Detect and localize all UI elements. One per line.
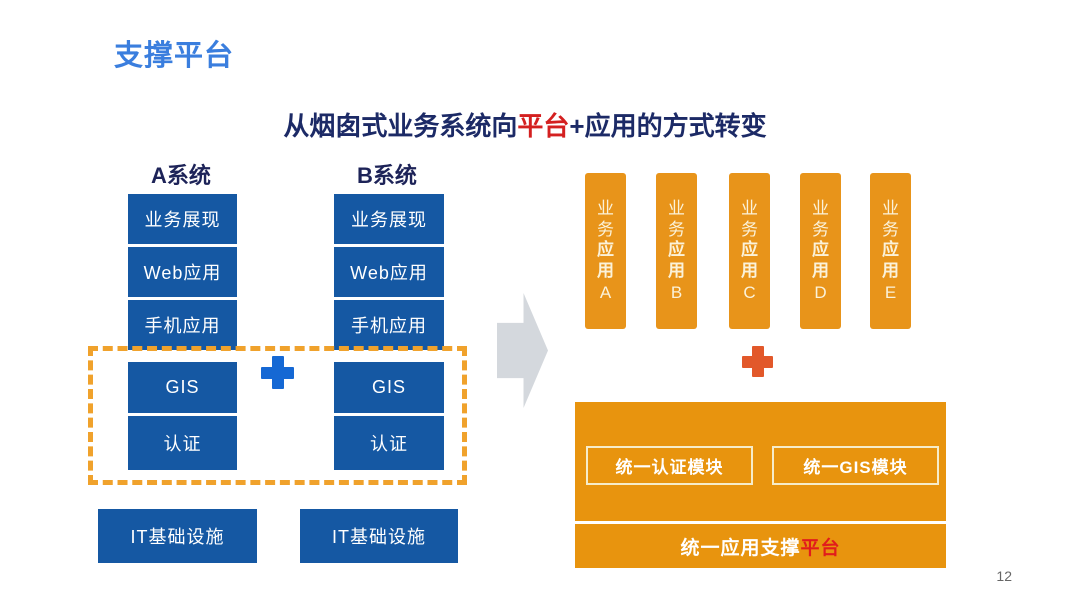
- layer-business-presentation: 业务展现: [334, 194, 444, 244]
- app-word1: 业务: [812, 198, 829, 239]
- layer-gis: GIS: [128, 362, 237, 413]
- app-bar-a: 业务 应用 A: [585, 173, 626, 329]
- unified-auth-module: 统一认证模块: [586, 446, 753, 485]
- system-b-label: B系统: [357, 163, 417, 188]
- system-b-shared-stack: GIS 认证: [334, 362, 444, 470]
- layer-gis: GIS: [334, 362, 444, 413]
- app-word2: 应用: [668, 240, 685, 281]
- subtitle-highlight: 平台: [517, 111, 570, 141]
- app-bar-d: 业务 应用 D: [800, 173, 841, 329]
- app-word1: 业务: [668, 198, 685, 239]
- page-title: 支撑平台: [114, 40, 235, 72]
- layer-web-app: Web应用: [128, 247, 237, 297]
- app-bar-b: 业务 应用 B: [656, 173, 697, 329]
- app-word1: 业务: [741, 198, 758, 239]
- subtitle-post: +应用的方式转变: [569, 111, 767, 141]
- unified-platform-box: 统一认证模块 统一GIS模块 统一应用支撑平台: [575, 402, 946, 568]
- app-bar-e: 业务 应用 E: [870, 173, 911, 329]
- app-word2: 应用: [812, 240, 829, 281]
- app-word2: 应用: [597, 240, 614, 281]
- platform-base-pre: 统一应用支撑: [680, 537, 801, 559]
- subtitle-pre: 从烟囱式业务系统向: [283, 111, 518, 141]
- system-a-upper-stack: 业务展现 Web应用 手机应用: [128, 194, 237, 350]
- system-a-infrastructure: IT基础设施: [98, 509, 257, 563]
- app-letter: B: [670, 282, 683, 302]
- layer-mobile-app: 手机应用: [334, 300, 444, 350]
- diagram-subtitle: 从烟囱式业务系统向平台+应用的方式转变: [0, 106, 1050, 143]
- app-word2: 应用: [882, 240, 899, 281]
- page-number: 12: [996, 568, 1012, 584]
- layer-business-presentation: 业务展现: [128, 194, 237, 244]
- app-word1: 业务: [597, 198, 614, 239]
- platform-divider: [575, 521, 946, 524]
- system-b-infrastructure: IT基础设施: [300, 509, 458, 563]
- system-b-upper-stack: 业务展现 Web应用 手机应用: [334, 194, 444, 350]
- platform-base-highlight: 平台: [800, 537, 841, 559]
- transform-arrow-icon: [497, 293, 548, 408]
- layer-auth: 认证: [128, 416, 237, 470]
- app-letter: D: [814, 282, 827, 302]
- platform-base-label: 统一应用支撑平台: [575, 524, 946, 568]
- system-a-label: A系统: [151, 163, 211, 188]
- plus-bar-vertical: [751, 346, 764, 377]
- plus-icon-orange: [742, 346, 773, 377]
- app-letter: A: [599, 282, 612, 302]
- app-letter: E: [884, 282, 897, 302]
- app-letter: C: [743, 282, 756, 302]
- plus-icon-blue: [261, 356, 294, 389]
- app-word1: 业务: [882, 198, 899, 239]
- layer-mobile-app: 手机应用: [128, 300, 237, 350]
- app-bar-c: 业务 应用 C: [729, 173, 770, 329]
- app-word2: 应用: [741, 240, 758, 281]
- system-a-shared-stack: GIS 认证: [128, 362, 237, 470]
- unified-gis-module: 统一GIS模块: [772, 446, 939, 485]
- plus-bar-vertical: [271, 356, 284, 389]
- layer-web-app: Web应用: [334, 247, 444, 297]
- layer-auth: 认证: [334, 416, 444, 470]
